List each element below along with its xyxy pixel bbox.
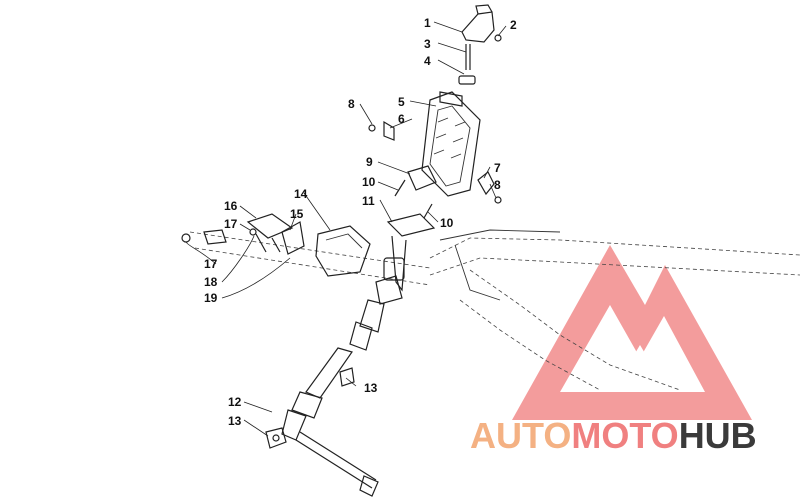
watermark-logo-icon <box>512 245 752 420</box>
callout-1: 1 <box>424 16 431 30</box>
watermark-brand-hub: HUB <box>679 415 757 456</box>
callout-9: 9 <box>366 155 373 169</box>
callout-2: 2 <box>510 18 517 32</box>
tie-rod <box>295 431 379 497</box>
callout-19: 19 <box>204 291 218 305</box>
part-14-bracket <box>315 225 371 277</box>
part-11-t-handle <box>375 213 436 305</box>
callout-13-mid: 13 <box>364 381 378 395</box>
callout-15: 15 <box>290 207 304 221</box>
part-16-bracket <box>246 213 294 253</box>
frame-rails <box>189 229 800 391</box>
watermark-brand-auto: AUTO <box>470 415 571 456</box>
lower-steering-shaft <box>281 299 385 441</box>
callout-17-bottom: 17 <box>204 257 218 271</box>
watermark-brand-moto: MOTO <box>571 415 678 456</box>
part-13-nut-bottom <box>265 427 287 449</box>
part-17-bolts <box>181 228 257 245</box>
callout-7: 7 <box>494 161 501 175</box>
callout-5: 5 <box>398 95 405 109</box>
callout-10-right: 10 <box>440 216 454 230</box>
part-7-clamp <box>477 171 502 204</box>
callout-18: 18 <box>204 275 218 289</box>
part-10-pins <box>394 179 433 219</box>
part-1-top-bracket <box>458 4 502 85</box>
callout-8-right: 8 <box>494 178 501 192</box>
part-9-bushing <box>407 165 437 191</box>
part-13-nut-mid <box>339 367 355 387</box>
part-6-clamp <box>368 120 395 141</box>
part-5-steering-post <box>421 91 481 197</box>
callout-10-left: 10 <box>362 175 376 189</box>
part-15-plate <box>281 221 305 255</box>
callout-17-top: 17 <box>224 217 238 231</box>
callout-4: 4 <box>424 54 431 68</box>
callout-11: 11 <box>362 194 375 208</box>
callout-12: 12 <box>228 395 242 409</box>
watermark-brand: AUTOMOTOHUB <box>470 415 757 456</box>
leader-lines <box>185 21 507 437</box>
callout-14: 14 <box>294 187 308 201</box>
callout-3: 3 <box>424 37 431 51</box>
callout-16: 16 <box>224 199 238 213</box>
callout-8-left: 8 <box>348 97 355 111</box>
callout-6: 6 <box>398 112 405 126</box>
callout-13-bottom: 13 <box>228 414 242 428</box>
